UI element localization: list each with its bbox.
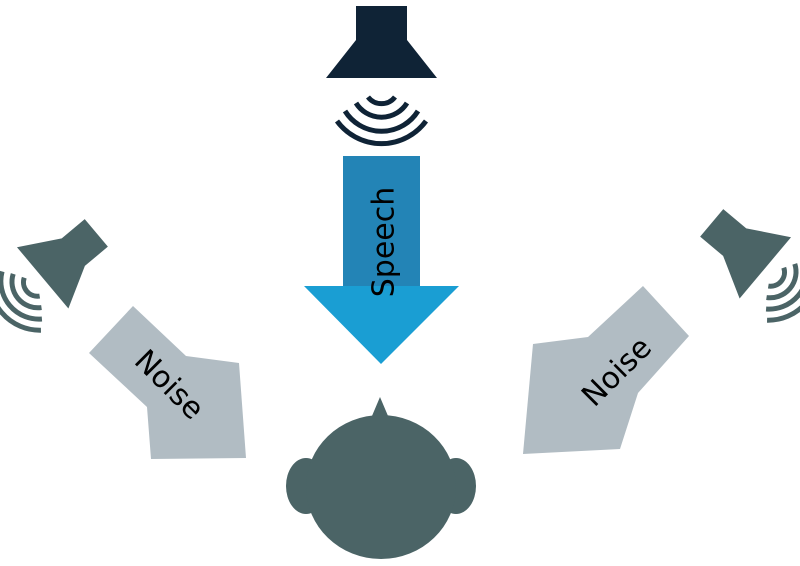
speech-arrow-shaft — [343, 156, 420, 286]
noise-arrow-right-shape — [523, 286, 689, 454]
noise-right-wave-1 — [767, 266, 787, 289]
noise-right-sound-waves-icon — [765, 259, 800, 323]
speech-speaker-icon — [326, 6, 437, 147]
noise-right-wave-4 — [767, 259, 800, 323]
noise-arrow-left: Noise — [89, 306, 246, 459]
noise-speaker-left-icon — [0, 219, 108, 333]
noise-arrow-right: Noise — [523, 286, 689, 454]
speech-label: Speech — [367, 187, 402, 298]
speech-wave-4 — [334, 119, 429, 147]
speech-sound-waves-icon — [334, 95, 429, 147]
speech-wave-3 — [342, 109, 421, 134]
noise-left-sound-waves-icon — [0, 269, 43, 333]
speech-speaker-body — [326, 6, 437, 78]
speech-arrow-head — [304, 286, 459, 364]
speech-wave-1 — [366, 95, 397, 107]
speech-wave-2 — [353, 101, 410, 120]
speech-arrow: Speech — [304, 156, 459, 364]
noise-speaker-right-icon — [700, 209, 800, 323]
noise-arrow-left-shape — [89, 306, 246, 459]
listener-head-icon — [286, 397, 476, 559]
noise-left-wave-3 — [0, 270, 43, 322]
noise-left-wave-4 — [0, 269, 41, 333]
noise-left-wave-1 — [21, 276, 41, 299]
noise-speaker-left-body — [16, 219, 108, 309]
noise-speaker-right-body — [700, 209, 792, 299]
noise-right-wave-3 — [765, 260, 800, 312]
noise-right-wave-2 — [766, 263, 799, 301]
noise-left-wave-2 — [9, 273, 42, 311]
head-face — [306, 415, 456, 559]
